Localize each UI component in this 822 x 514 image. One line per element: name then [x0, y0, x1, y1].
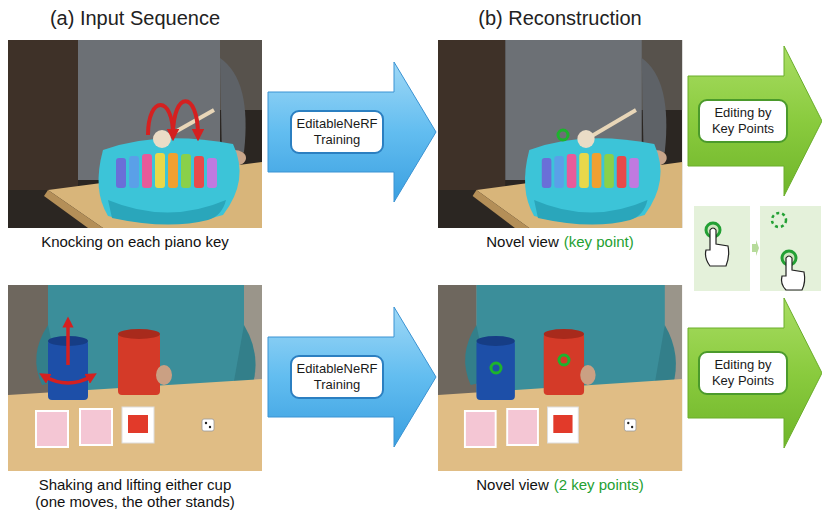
process-arrow: Editing by Key Points — [688, 298, 822, 448]
photo-panel: Novel view(2 key points) — [438, 285, 682, 471]
column-heading: (a) Input Sequence — [8, 6, 262, 30]
photo-panel: Novel view(key point) — [438, 40, 682, 228]
reconstruction-photo — [438, 285, 682, 471]
photo-panel: Shaking and lifting either cup (one move… — [8, 285, 262, 471]
caption-text: Shaking and lifting either cup (one move… — [35, 476, 234, 510]
caption-highlight: (key point) — [564, 233, 634, 250]
process-box: Editing by Key Points — [698, 351, 788, 395]
caption-text: Novel view — [486, 233, 559, 250]
process-box: EditableNeRF Training — [290, 110, 384, 154]
caption-highlight: (2 key points) — [554, 476, 644, 493]
photo-panel: Knocking on each piano key — [8, 40, 262, 228]
caption-text: Knocking on each piano key — [41, 233, 229, 250]
process-arrow: Editing by Key Points — [688, 46, 822, 196]
reconstruction-photo — [438, 40, 682, 228]
box-text: EditableNeRF Training — [295, 361, 379, 393]
photo-caption: Shaking and lifting either cup (one move… — [23, 476, 248, 510]
process-box: Editing by Key Points — [698, 99, 788, 143]
process-arrow: EditableNeRF Training — [268, 307, 436, 447]
photo-caption: Novel view (key point) — [438, 233, 682, 250]
drag-edit-icon — [694, 206, 821, 291]
box-text: Editing by Key Points — [703, 357, 783, 389]
box-text: Editing by Key Points — [703, 105, 783, 137]
box-text: EditableNeRF Training — [295, 116, 379, 148]
input-photo — [8, 40, 262, 228]
process-arrow: EditableNeRF Training — [268, 62, 436, 202]
caption-text: Novel view — [476, 476, 549, 493]
photo-caption: Knocking on each piano key — [8, 233, 262, 250]
process-box: EditableNeRF Training — [290, 355, 384, 399]
input-photo — [8, 285, 262, 471]
photo-caption: Novel view (2 key points) — [438, 476, 682, 493]
column-heading: (b) Reconstruction — [438, 6, 682, 30]
